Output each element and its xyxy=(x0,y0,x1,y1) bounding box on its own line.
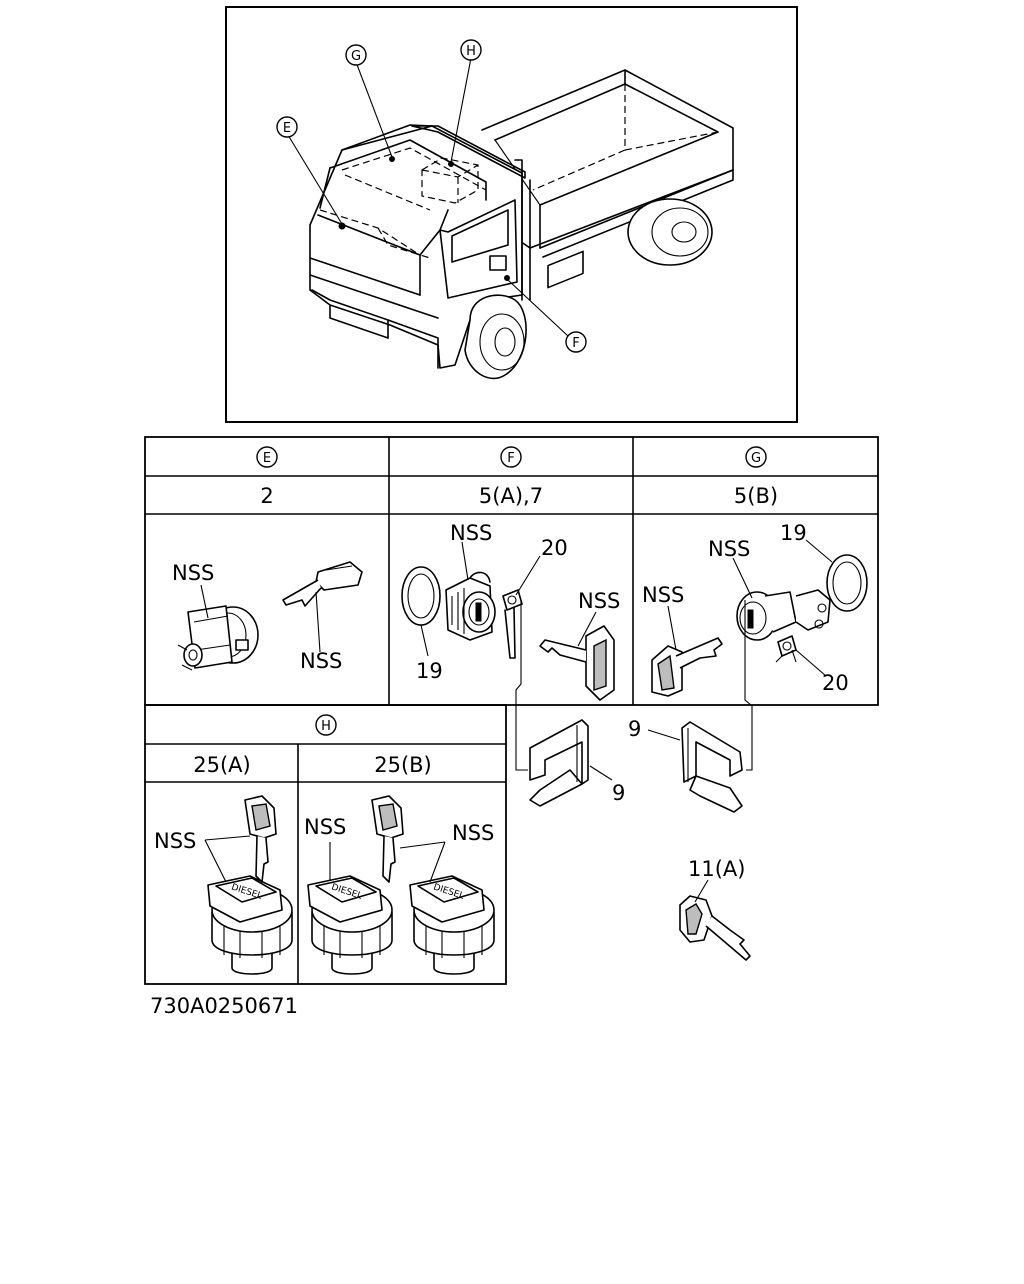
fuel-cap-25a: DIESEL xyxy=(207,875,293,975)
label-11a: 11(A) xyxy=(688,857,745,881)
leader-20-f xyxy=(515,555,541,596)
leader-nss-ha xyxy=(204,839,227,883)
label-nss-hb1: NSS xyxy=(304,815,346,839)
leader-11a xyxy=(694,879,709,903)
fuel-cap-25b-1: DIESEL xyxy=(307,875,393,975)
header-e-circle xyxy=(256,446,278,468)
callout-e: E xyxy=(276,116,346,230)
label-nss-f1: NSS xyxy=(450,521,492,545)
part-number-e: 2 xyxy=(260,484,273,508)
leader-nss-f1 xyxy=(461,541,469,581)
label-20-g: 20 xyxy=(822,671,849,695)
ignition-cylinder xyxy=(177,605,259,671)
label-nss-e1: NSS xyxy=(172,561,214,585)
label-nss-g2: NSS xyxy=(708,537,750,561)
leader-nss-f2 xyxy=(577,611,597,647)
callout-g: G xyxy=(345,44,395,162)
label-20-f: 20 xyxy=(541,536,568,560)
label-nss-hb2: NSS xyxy=(452,821,494,845)
loose-parts: 9 9 11(A) xyxy=(515,600,753,961)
seal-ring-g xyxy=(826,554,868,612)
leader-nss-e2 xyxy=(315,591,321,653)
leader-nss-ha-2 xyxy=(204,835,251,841)
header-h-circle xyxy=(315,714,337,736)
column-25a: 25(A) xyxy=(193,753,250,777)
leader-20-g xyxy=(795,649,827,677)
cell-h-a-parts: DIESEL NSS xyxy=(154,795,293,975)
leader-nss-g1 xyxy=(667,605,677,651)
label-nss-f2: NSS xyxy=(578,589,620,613)
key-11a xyxy=(679,895,751,961)
label-19-g: 19 xyxy=(780,521,807,545)
seal-ring-f xyxy=(401,566,441,626)
label-9-right: 9 xyxy=(628,717,641,741)
parts-table-top: E F G 2 5(A),7 5(B) xyxy=(144,436,879,706)
header-f: F xyxy=(507,451,514,466)
callout-g-label: G xyxy=(351,49,361,64)
column-25b: 25(B) xyxy=(374,753,432,777)
parts-table-h: H 25(A) 25(B) xyxy=(144,704,507,985)
key-e xyxy=(282,561,363,607)
leader-9-right xyxy=(647,729,681,741)
connector-f xyxy=(515,600,528,771)
rear-wheel xyxy=(627,198,713,266)
label-nss-ha: NSS xyxy=(154,829,196,853)
header-g: G xyxy=(751,451,761,466)
callout-h: H xyxy=(448,39,482,167)
key-g xyxy=(651,637,723,697)
label-nss-e2: NSS xyxy=(300,649,342,673)
part-number-f: 5(A),7 xyxy=(479,484,543,508)
lock-cylinder-g xyxy=(736,589,831,641)
fuel-cap-25b-2: DIESEL xyxy=(409,875,495,975)
lock-cylinder-f xyxy=(445,571,496,641)
callout-f-label: F xyxy=(572,336,579,351)
leader-19-g xyxy=(805,539,833,563)
header-e: E xyxy=(263,451,271,466)
callout-f: F xyxy=(504,275,587,353)
header-f-circle xyxy=(500,446,522,468)
truck-cab xyxy=(309,124,531,369)
clip-20-g xyxy=(775,635,797,663)
header-h: H xyxy=(321,719,331,734)
clip-20-f xyxy=(502,589,523,659)
leader-nss-e1 xyxy=(200,584,209,619)
cell-h-b-parts: DIESEL DIESEL NSS NSS xyxy=(304,795,495,975)
leader-nss-g2 xyxy=(732,557,753,599)
bracket-9-left xyxy=(529,719,589,807)
key-f xyxy=(539,625,615,701)
cell-f-parts: 19 NSS 20 NSS xyxy=(401,521,620,701)
key-h-a xyxy=(244,795,277,883)
cell-g-parts: NSS NSS 19 20 xyxy=(642,521,868,697)
callout-h-label: H xyxy=(466,44,476,59)
leader-nss-hb2 xyxy=(399,841,446,883)
leader-9-left xyxy=(589,765,613,781)
leader-19-f xyxy=(420,624,429,657)
bracket-9-right xyxy=(681,721,743,813)
label-9-left: 9 xyxy=(612,781,625,805)
label-nss-g1: NSS xyxy=(642,583,684,607)
label-19-f: 19 xyxy=(416,659,443,683)
key-h-b xyxy=(371,795,404,883)
roof-box xyxy=(421,157,479,204)
cell-e-parts: NSS NSS xyxy=(172,561,363,673)
truck-overview: G H E F xyxy=(225,6,798,423)
connector-g xyxy=(744,600,753,771)
header-g-circle xyxy=(745,446,767,468)
figure-code: 730A0250671 xyxy=(150,994,298,1018)
callout-e-label: E xyxy=(283,121,291,136)
overview-frame xyxy=(225,6,798,423)
part-number-g: 5(B) xyxy=(734,484,778,508)
front-wheel xyxy=(464,294,527,380)
